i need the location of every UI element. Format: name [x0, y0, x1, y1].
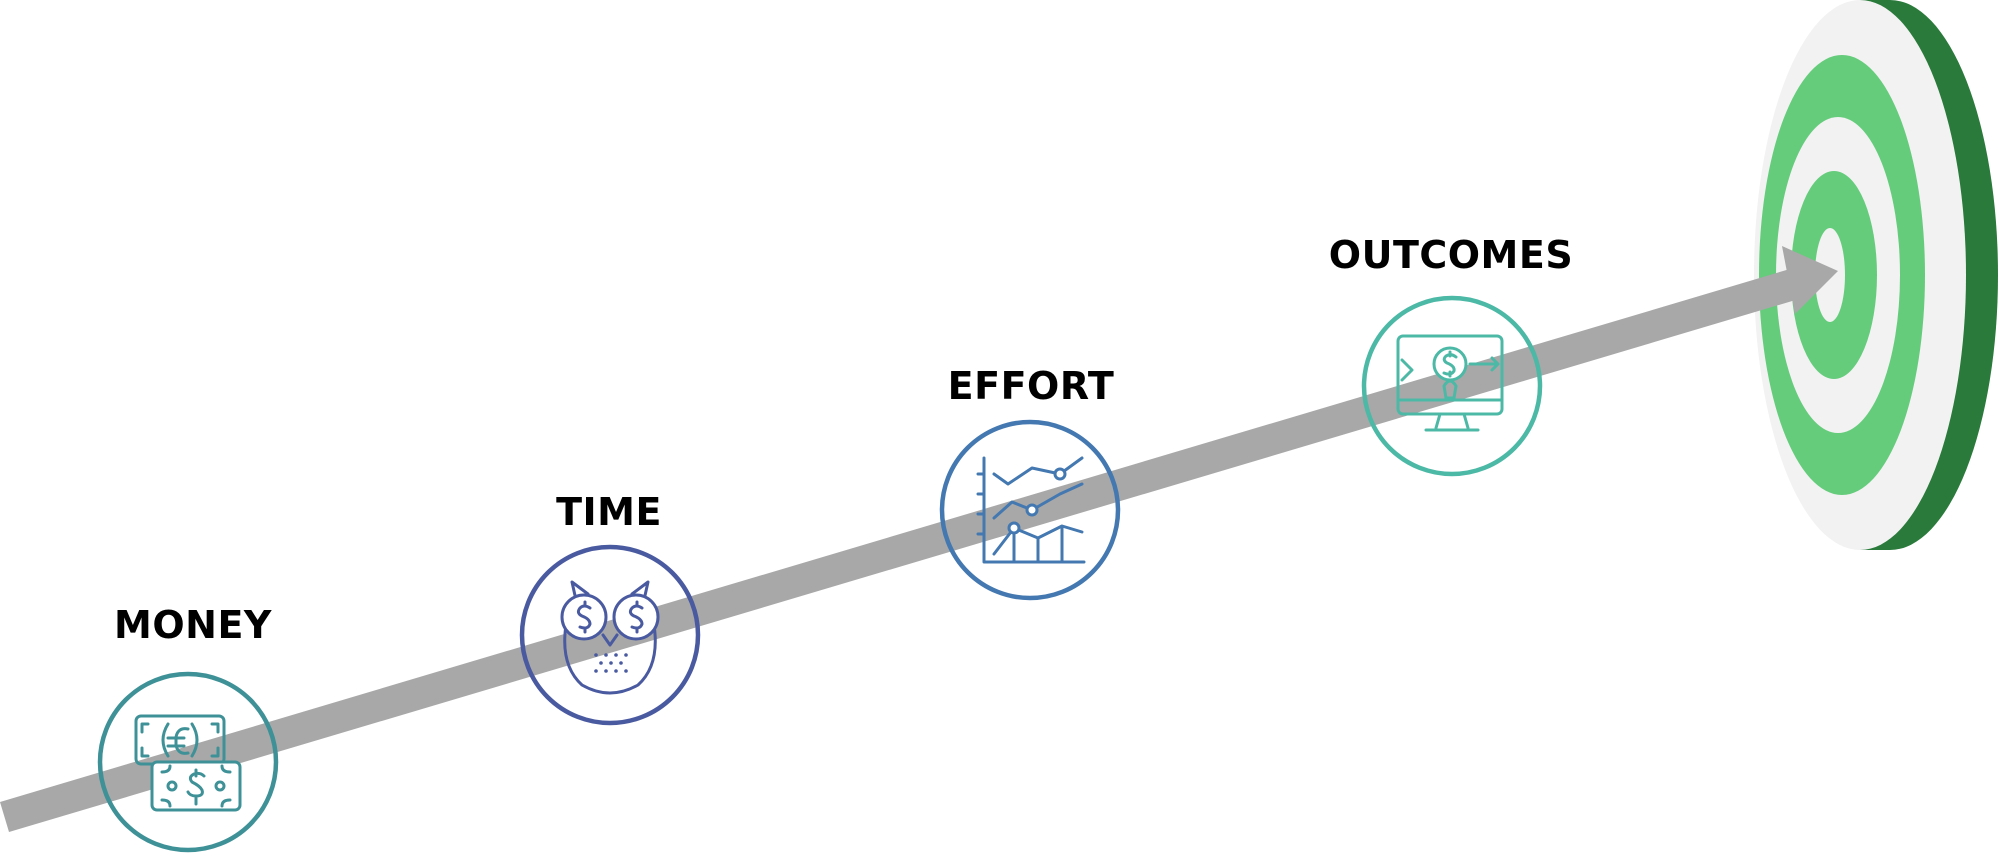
effort-stage: [939, 419, 1121, 601]
stage-label-money: MONEY: [114, 603, 272, 647]
outcomes-stage: [1361, 295, 1543, 477]
time-circle: [519, 544, 701, 726]
growth-arrow: [0, 246, 1838, 832]
money-circle: [97, 671, 279, 853]
monitor-dollar-funnel-icon: [1396, 334, 1504, 432]
stage-label-outcomes: OUTCOMES: [1328, 233, 1574, 277]
owl-feather-dots: [594, 653, 628, 673]
time-stage: [519, 544, 701, 726]
arrow-shaft: [0, 266, 1809, 832]
money-exchange-icon: [134, 714, 242, 812]
stage-label-effort: EFFORT: [947, 364, 1115, 408]
stage-label-time: TIME: [556, 490, 662, 534]
effort-circle: [939, 419, 1121, 601]
line-chart-icon: [976, 456, 1086, 564]
owl-dollar-eyes-icon: [560, 580, 660, 695]
money-stage: [97, 671, 279, 853]
target-icon: [1754, 0, 1998, 550]
outcomes-circle: [1361, 295, 1543, 477]
arrow-head: [1782, 246, 1838, 314]
